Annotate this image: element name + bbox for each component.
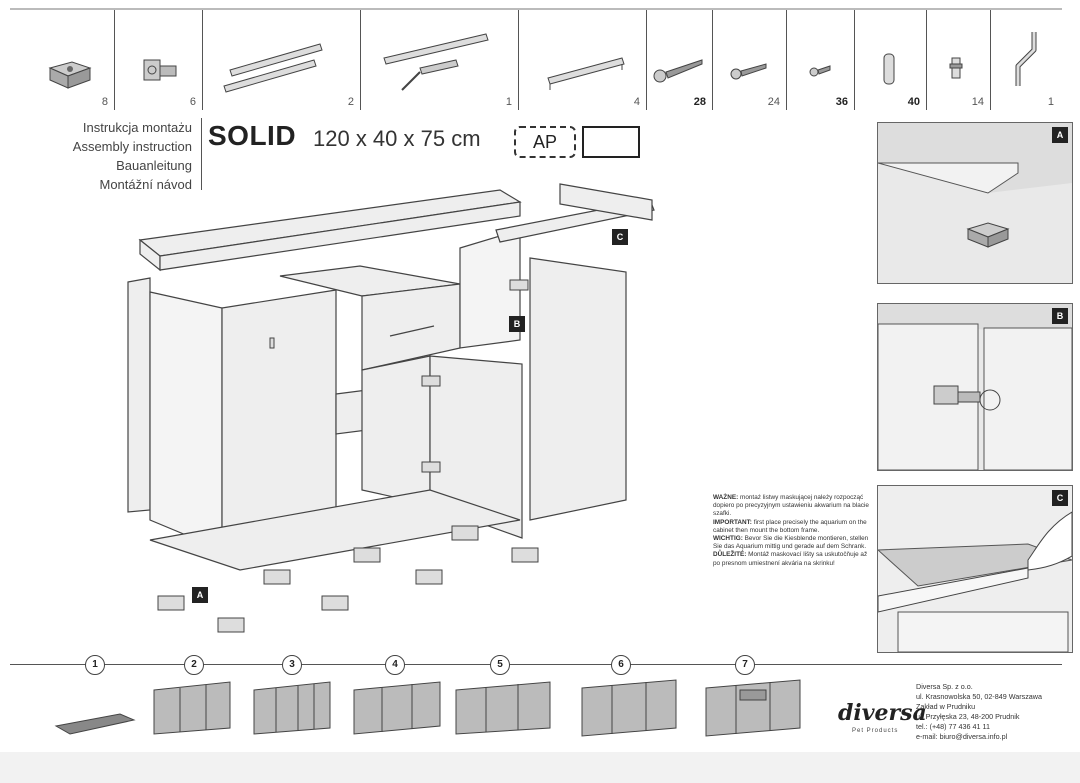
step-2-drawing xyxy=(153,681,231,735)
note-en: first place precisely the aquarium on th… xyxy=(713,518,867,534)
part-foot-block: 8 xyxy=(10,10,115,110)
label-c-main: C xyxy=(612,229,628,245)
note-de: Bevor Sie die Kiesblende montieren, stel… xyxy=(713,535,869,551)
parts-list: 8 6 2 1 4 28 24 36 40 14 1 xyxy=(10,8,1062,112)
step-2-number: 2 xyxy=(184,655,204,675)
part-count: 1 xyxy=(505,96,512,108)
part-count: 2 xyxy=(347,96,354,108)
company-info: Diversa Sp. z o.o. ul. Krasnowolska 50, … xyxy=(916,682,1042,742)
step-6-drawing xyxy=(581,679,677,737)
part-screw: 24 xyxy=(712,10,787,110)
company-line: ul. Krasnowolska 50, 02-849 Warszawa xyxy=(916,692,1042,701)
title-divider xyxy=(201,118,202,190)
note-pl-head: WAŻNE: xyxy=(713,494,739,501)
note-de-head: WICHTIG: xyxy=(713,535,743,543)
part-handle: 4 xyxy=(518,10,647,110)
label-c-detail: C xyxy=(1052,490,1068,506)
detail-panel-a: A xyxy=(877,122,1073,284)
step-5-drawing xyxy=(455,681,551,735)
label-b-detail: B xyxy=(1052,308,1068,324)
company-line: tel.: (+48) 77 436 41 11 xyxy=(916,722,990,731)
part-count: 4 xyxy=(633,96,640,108)
step-5-number: 5 xyxy=(490,655,510,675)
step-7-number: 7 xyxy=(735,655,755,675)
company-line: e-mail: biuro@diversa.info.pl xyxy=(916,732,1008,741)
long-screw-icon xyxy=(653,59,703,83)
frame-rail-icon xyxy=(383,33,489,91)
title-cz: Montážní návod xyxy=(99,177,192,192)
part-count: 40 xyxy=(907,96,920,108)
page-footer-band xyxy=(0,752,1080,783)
part-drawer-rail: 2 xyxy=(202,10,361,110)
title-pl: Instrukcja montażu xyxy=(82,120,192,135)
part-long-screw: 28 xyxy=(646,10,713,110)
step-1-number: 1 xyxy=(85,655,105,675)
dowel-icon xyxy=(883,53,895,85)
step-6-number: 6 xyxy=(611,655,631,675)
note-cz: Montáž maskovací lišty sa uskutočňuje až… xyxy=(713,551,868,567)
diversa-logo: diversa xyxy=(838,700,927,726)
company-line: Zakład w Prudniku xyxy=(916,702,976,711)
part-count: 36 xyxy=(835,96,848,108)
label-b-main: B xyxy=(509,316,525,332)
foot-block-icon xyxy=(48,61,92,89)
part-allen-key: 1 xyxy=(990,10,1060,110)
logo-subtitle: Pet Products xyxy=(852,728,899,734)
product-code: AP xyxy=(514,126,576,158)
company-line: ul. Przyłęska 23, 48-200 Prudnik xyxy=(916,712,1020,721)
hinge-icon xyxy=(143,59,177,81)
step-3-drawing xyxy=(253,681,331,735)
note-cz-head: DŮLEŽITÉ: xyxy=(713,551,747,559)
part-count: 24 xyxy=(767,96,780,108)
product-name: SOLID xyxy=(208,120,297,151)
steps-timeline xyxy=(10,664,1062,665)
title-de: Bauanleitung xyxy=(116,158,192,173)
part-count: 14 xyxy=(971,96,984,108)
step-7-drawing xyxy=(705,679,801,737)
part-pin: 14 xyxy=(926,10,991,110)
screw-icon xyxy=(730,63,767,80)
mounting-note: WAŻNE: montaż listwy maskującej należy r… xyxy=(713,494,873,568)
part-dowel: 40 xyxy=(854,10,927,110)
part-short-screw: 36 xyxy=(786,10,855,110)
instruction-titles: Instrukcja montażu Assembly instruction … xyxy=(10,118,192,194)
handle-icon xyxy=(547,57,625,90)
detail-c-drawing xyxy=(878,486,1072,652)
detail-panel-c: C xyxy=(877,485,1073,653)
title-en: Assembly instruction xyxy=(72,139,192,154)
blank-box xyxy=(582,126,640,158)
step-4-drawing xyxy=(353,681,441,735)
part-count: 1 xyxy=(1047,96,1054,108)
note-pl: montaż listwy maskującej należy rozpoczą… xyxy=(713,494,869,518)
company-line: Diversa Sp. z o.o. xyxy=(916,682,973,691)
detail-a-drawing xyxy=(878,123,1072,248)
detail-b-drawing xyxy=(878,304,1072,470)
part-count: 28 xyxy=(693,96,706,108)
note-en-head: IMPORTANT: xyxy=(713,518,752,526)
allen-key-icon xyxy=(1015,32,1037,86)
step-4-number: 4 xyxy=(385,655,405,675)
step-3-number: 3 xyxy=(282,655,302,675)
drawer-rail-icon xyxy=(223,43,323,93)
exploded-cabinet-diagram xyxy=(127,183,655,633)
product-dimensions: 120 x 40 x 75 cm xyxy=(313,126,481,151)
detail-panel-b: B xyxy=(877,303,1073,471)
pin-icon xyxy=(949,57,963,79)
part-hinge: 6 xyxy=(114,10,203,110)
part-count: 6 xyxy=(189,96,196,108)
assembly-steps-illustration xyxy=(54,679,801,737)
part-frame-rail: 1 xyxy=(360,10,519,110)
label-a-detail: A xyxy=(1052,127,1068,143)
short-screw-icon xyxy=(809,65,831,77)
part-count: 8 xyxy=(101,96,108,108)
label-a-main: A xyxy=(192,587,208,603)
